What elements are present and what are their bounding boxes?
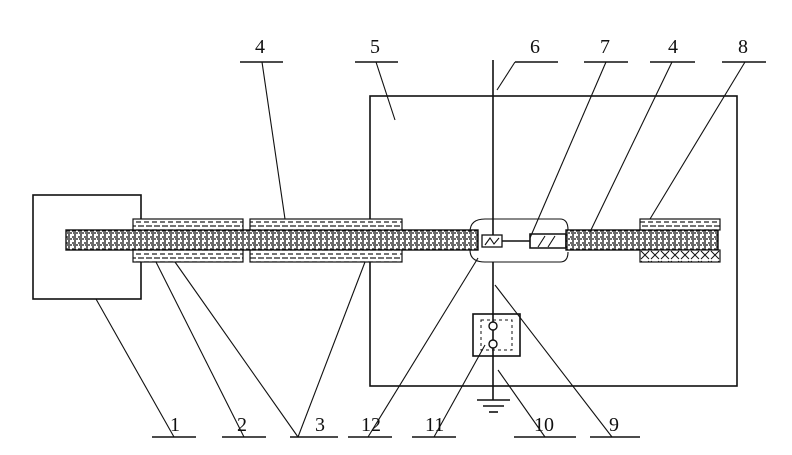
label-7: 7 [600,36,610,58]
label-4-left: 4 [255,36,265,58]
label-11: 11 [425,414,444,436]
interface-shell [469,218,569,263]
sheath-bottom-right [639,249,721,263]
label-4-right: 4 [668,36,678,58]
test-box [472,313,521,357]
sheath-top-right [639,218,721,231]
label-12: 12 [361,414,381,436]
right-rod [565,229,719,251]
ground-icon [477,399,510,413]
cone-element [529,233,567,249]
label-2: 2 [237,414,247,436]
sheath-bottom-mid [249,249,403,263]
label-5: 5 [370,36,380,58]
label-9: 9 [609,414,619,436]
label-10: 10 [534,414,554,436]
sheath-bottom-left [132,249,244,263]
label-8: 8 [738,36,748,58]
label-3: 3 [315,414,325,436]
label-6: 6 [530,36,540,58]
sheath-top-left [132,218,244,231]
sheath-top-mid [249,218,403,231]
core-rod [65,229,479,251]
label-1: 1 [170,414,180,436]
